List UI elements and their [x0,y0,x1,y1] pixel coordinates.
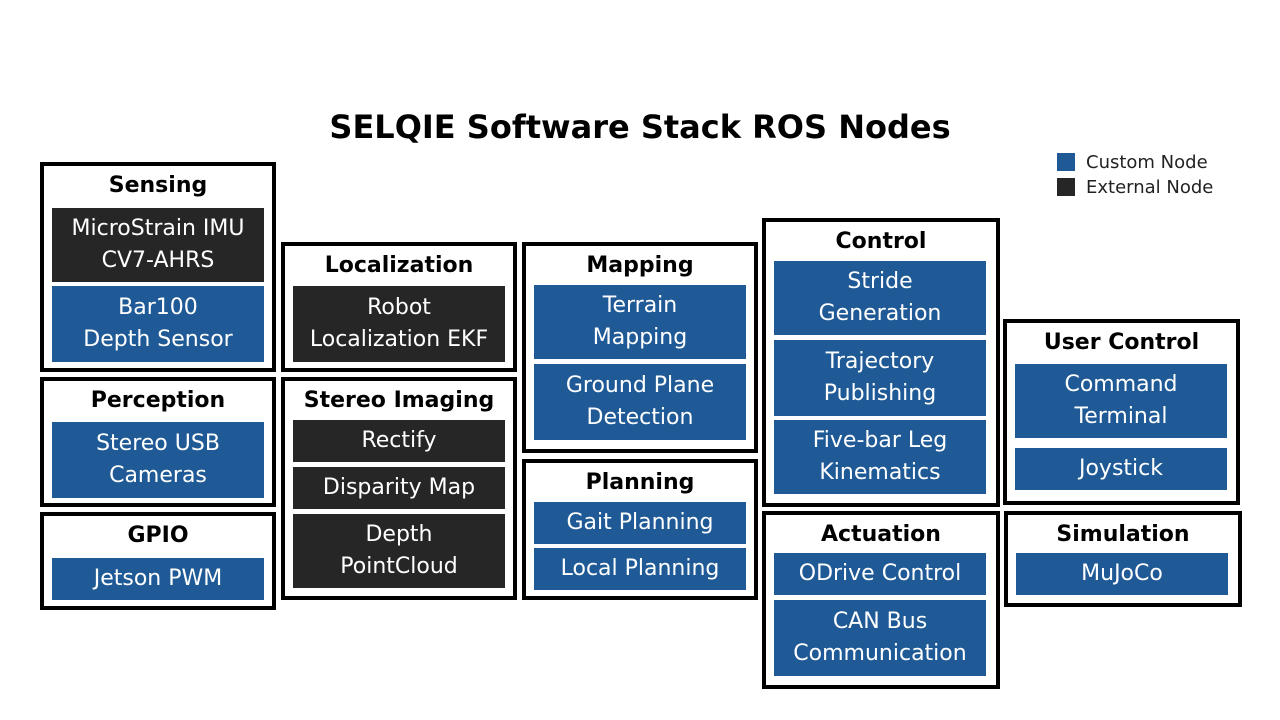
legend-label-external: External Node [1086,177,1214,198]
node-stereo-usb-cameras: Stereo USB Cameras [52,422,264,498]
group-control: Control Stride Generation Trajectory Pub… [762,218,1000,507]
node-five-bar-leg-kinematics: Five-bar Leg Kinematics [774,420,986,494]
node-bar100-depth-sensor: Bar100 Depth Sensor [52,286,264,362]
legend-item-external: External Node [1057,177,1267,198]
group-title-simulation: Simulation [1056,522,1190,547]
group-actuation: Actuation ODrive Control CAN Bus Communi… [762,511,1000,689]
node-gait-planning: Gait Planning [534,502,746,544]
node-mujoco: MuJoCo [1016,553,1228,595]
group-title-mapping: Mapping [586,253,694,278]
group-planning: Planning Gait Planning Local Planning [522,459,758,600]
group-title-planning: Planning [585,470,695,495]
node-microstrain-imu: MicroStrain IMU CV7-AHRS [52,208,264,282]
group-title-perception: Perception [90,388,226,413]
group-title-user-control: User Control [1043,330,1200,355]
node-stride-generation: Stride Generation [774,261,986,335]
node-disparity-map: Disparity Map [293,467,505,509]
node-robot-localization-ekf: Robot Localization EKF [293,286,505,362]
diagram-title: SELQIE Software Stack ROS Nodes [329,108,951,146]
legend-swatch-custom [1057,153,1075,171]
node-depth-pointcloud: Depth PointCloud [293,514,505,588]
group-mapping: Mapping Terrain Mapping Ground Plane Det… [522,242,758,453]
node-odrive-control: ODrive Control [774,553,986,595]
group-title-localization: Localization [324,253,474,278]
legend-swatch-external [1057,178,1075,196]
group-title-stereo-imaging: Stereo Imaging [303,388,495,413]
group-title-sensing: Sensing [108,173,208,198]
node-trajectory-publishing: Trajectory Publishing [774,340,986,416]
node-command-terminal: Command Terminal [1015,364,1227,438]
group-title-actuation: Actuation [821,522,941,547]
node-terrain-mapping: Terrain Mapping [534,285,746,359]
group-perception: Perception Stereo USB Cameras [40,377,276,507]
node-joystick: Joystick [1015,448,1227,490]
node-local-planning: Local Planning [534,548,746,590]
group-title-gpio: GPIO [127,523,189,548]
legend-label-custom: Custom Node [1086,152,1208,173]
group-user-control: User Control Command Terminal Joystick [1003,319,1240,505]
group-title-control: Control [835,229,927,254]
group-simulation: Simulation MuJoCo [1004,511,1242,607]
group-sensing: Sensing MicroStrain IMU CV7-AHRS Bar100 … [40,162,276,372]
node-can-bus-communication: CAN Bus Communication [774,600,986,676]
node-ground-plane-detection: Ground Plane Detection [534,364,746,440]
group-stereo-imaging: Stereo Imaging Rectify Disparity Map Dep… [281,377,517,600]
group-gpio: GPIO Jetson PWM [40,512,276,610]
node-rectify: Rectify [293,420,505,462]
group-localization: Localization Robot Localization EKF [281,242,517,372]
legend-item-custom: Custom Node [1057,152,1267,173]
node-jetson-pwm: Jetson PWM [52,558,264,600]
